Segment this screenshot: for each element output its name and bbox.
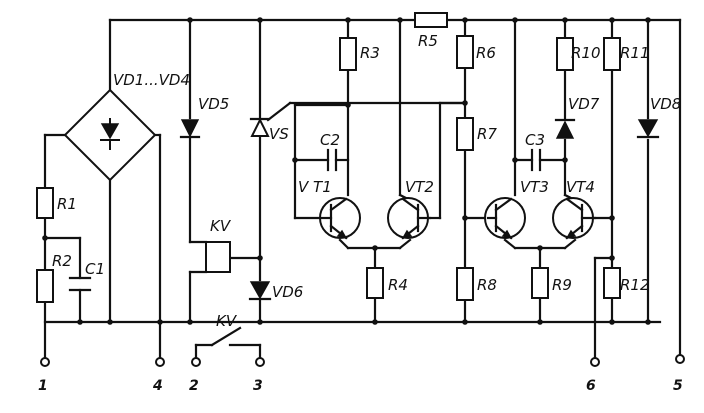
resistor-r8-symbol xyxy=(456,267,474,301)
label-c3: C3 xyxy=(525,131,545,149)
label-r11: R11 xyxy=(620,44,650,62)
diode-vd8-symbol xyxy=(636,119,660,139)
terminal-3 xyxy=(255,357,265,367)
label-r10: R10 xyxy=(571,44,601,62)
resistor-r2-symbol xyxy=(36,269,54,303)
label-r4: R4 xyxy=(388,276,408,294)
thyristor-vs-symbol xyxy=(249,117,271,137)
label-vd7: VD7 xyxy=(568,95,600,113)
wiring xyxy=(43,18,682,360)
label-r12: R12 xyxy=(620,276,650,294)
label-vt4: VT4 xyxy=(566,178,595,196)
resistor-r3-symbol xyxy=(339,37,357,71)
resistor-r9-symbol xyxy=(531,267,549,299)
label-kv-coil: KV xyxy=(210,217,232,235)
label-r3: R3 xyxy=(360,44,380,62)
diode-vd6-symbol xyxy=(248,281,272,301)
label-c1: C1 xyxy=(85,260,105,278)
resistor-r6-symbol xyxy=(456,35,474,69)
resistor-r12-symbol xyxy=(603,267,621,299)
capacitor-c2-symbol xyxy=(326,148,338,172)
label-r8: R8 xyxy=(477,276,497,294)
diode-vd7-symbol xyxy=(554,118,576,139)
terminal-label-2: 2 xyxy=(189,378,199,394)
resistor-r10-symbol xyxy=(556,37,574,71)
terminal-4 xyxy=(155,357,165,367)
label-r2: R2 xyxy=(52,252,72,270)
terminal-5 xyxy=(675,354,685,364)
terminal-2 xyxy=(191,357,201,367)
terminal-label-6: 6 xyxy=(586,378,596,394)
label-vd6: VD6 xyxy=(272,283,303,301)
resistor-r7-symbol xyxy=(456,117,474,151)
capacitor-c3-symbol xyxy=(530,148,542,172)
label-r6: R6 xyxy=(476,44,496,62)
transistor-vt1-symbol xyxy=(319,197,361,240)
label-vs: VS xyxy=(269,125,289,143)
transistor-vt2-symbol xyxy=(387,197,432,240)
label-c2: C2 xyxy=(320,131,340,149)
terminal-label-1: 1 xyxy=(38,378,48,394)
resistor-r4-symbol xyxy=(366,267,384,299)
junction-dots xyxy=(42,17,651,325)
terminal-1 xyxy=(40,357,50,367)
label-vt3: VT3 xyxy=(520,178,549,196)
capacitor-c1-symbol xyxy=(68,276,92,292)
label-r1: R1 xyxy=(57,195,77,213)
transistor-vt3-symbol xyxy=(484,197,526,240)
label-r7: R7 xyxy=(477,125,497,143)
label-vd8: VD8 xyxy=(650,95,681,113)
resistor-r5-symbol xyxy=(414,12,448,28)
resistor-r1-symbol xyxy=(36,187,54,219)
resistor-r11-symbol xyxy=(603,37,621,71)
label-vt1: V T1 xyxy=(298,178,332,196)
label-r9: R9 xyxy=(552,276,572,294)
terminal-label-4: 4 xyxy=(152,378,163,394)
label-kv-contact: KV xyxy=(216,312,238,330)
diode-bridge-symbol xyxy=(63,88,157,182)
terminal-label-5: 5 xyxy=(673,378,683,394)
terminal-6 xyxy=(590,357,600,367)
terminal-label-3: 3 xyxy=(253,378,263,394)
diode-vd5-symbol xyxy=(179,119,201,139)
label-vd5: VD5 xyxy=(198,95,229,113)
label-vd1-vd4: VD1...VD4 xyxy=(113,71,190,89)
label-r5: R5 xyxy=(418,32,438,50)
relay-kv-coil-symbol xyxy=(205,241,231,273)
label-vt2: VT2 xyxy=(405,178,434,196)
transistor-vt4-symbol xyxy=(552,197,597,240)
